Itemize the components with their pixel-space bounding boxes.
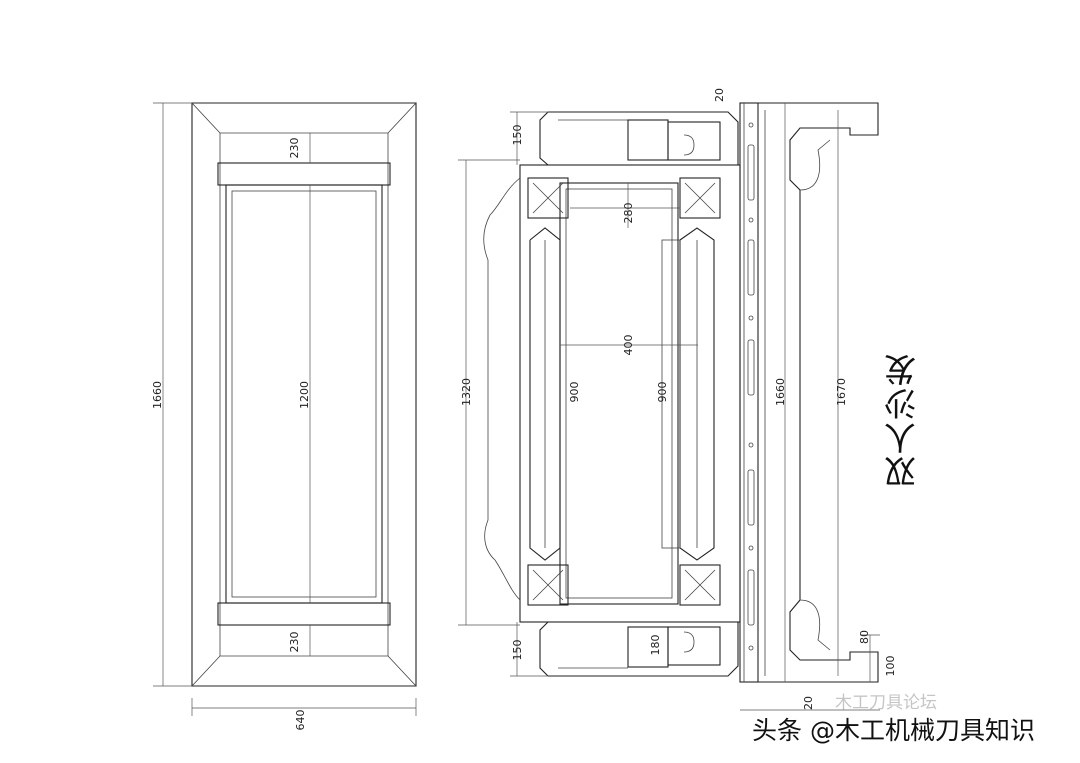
plan-bottom-block [667, 626, 721, 666]
dim-foot-c: 20 [802, 696, 815, 710]
dim-front-top-band: 230 [288, 138, 301, 159]
dim-plan-top-gap: 280 [622, 203, 635, 224]
dim-plan-height: 1320 [460, 378, 473, 406]
dim-foot-a: 80 [858, 630, 871, 644]
front-top-rail [217, 162, 391, 186]
dim-front-width: 640 [294, 710, 307, 731]
watermark-background: 木工刀具论坛 [835, 693, 937, 713]
dim-front-inner: 1200 [298, 381, 311, 409]
front-bottom-bevel [191, 655, 417, 687]
front-panel [225, 184, 383, 604]
side-view: 1660 1670 80 100 20 [739, 102, 897, 711]
corner-block-br [679, 564, 721, 606]
dim-front-height: 1660 [151, 381, 164, 409]
side-strip [739, 102, 759, 683]
dim-plan-small: 180 [649, 635, 662, 656]
corner-block-tr [679, 177, 721, 219]
dim-plan-left-slat: 900 [568, 382, 581, 403]
front-bottom-rail [217, 602, 391, 626]
plan-view: 1320 150 150 280 400 900 900 180 20 [458, 88, 741, 677]
dim-plan-top-rail: 150 [511, 125, 524, 146]
corner-block-tl [527, 177, 569, 219]
dim-plan-bottom-rail: 150 [511, 640, 524, 661]
front-top-bevel [191, 102, 417, 134]
dim-plan-right-slat: 900 [656, 382, 669, 403]
drawing-title: 双人沙发 [883, 352, 921, 488]
dim-foot-b: 100 [884, 656, 897, 677]
slat-left [529, 227, 561, 561]
side-slots [747, 122, 755, 651]
dim-side-right: 1670 [835, 378, 848, 406]
watermark: 头条 @木工机械刀具知识 [752, 716, 1035, 745]
side-profile [758, 102, 879, 683]
dim-plan-center: 400 [622, 335, 635, 356]
plan-top-block [667, 121, 721, 161]
plan-back-curve [483, 177, 521, 601]
dim-side-left: 1660 [774, 378, 787, 406]
dim-plan-top-offset: 20 [713, 88, 726, 102]
corner-block-bl [527, 564, 569, 606]
front-view: 1660 1200 230 230 640 [151, 102, 417, 731]
dim-front-bottom-band: 230 [288, 632, 301, 653]
